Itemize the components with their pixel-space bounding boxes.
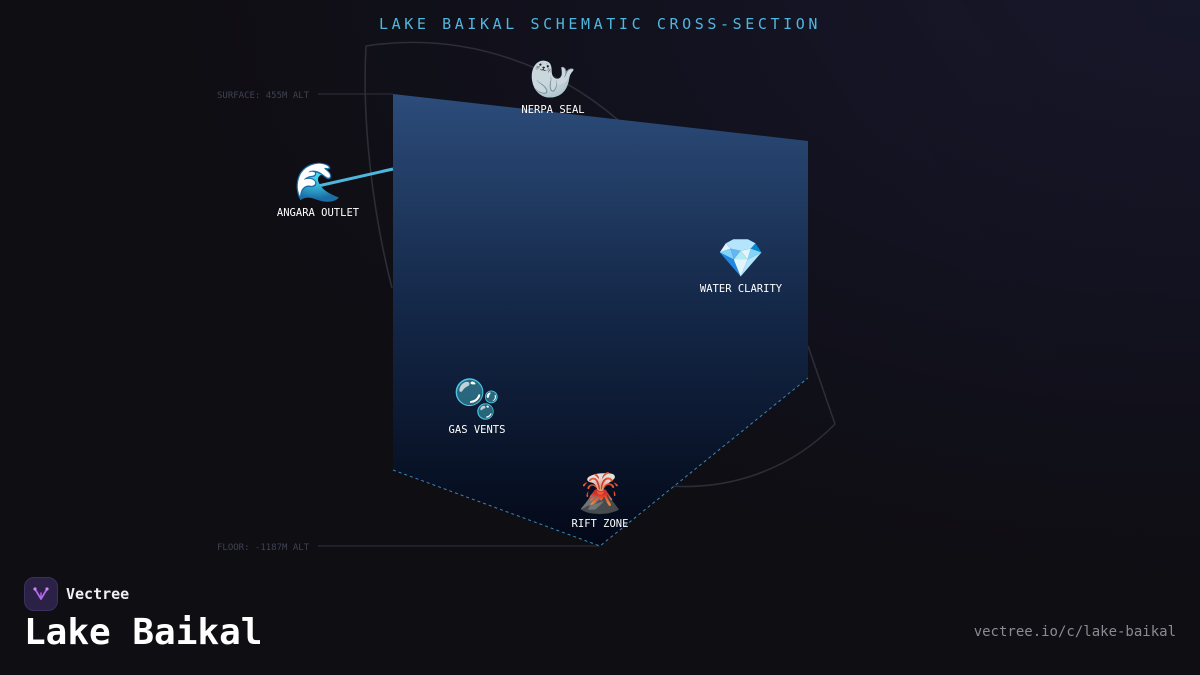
outer-guide-arc-lower [669, 345, 836, 488]
diagram-title: LAKE BAIKAL SCHEMATIC CROSS-SECTION [378, 15, 822, 33]
page-title: Lake Baikal [24, 612, 263, 653]
floor-level-label: FLOOR: -1187M ALT [217, 543, 310, 553]
lake-water-body [393, 94, 808, 546]
brand-name: Vectree [66, 585, 130, 603]
brand[interactable]: Vectree [24, 577, 129, 611]
lake-floor-edge [392, 377, 809, 547]
marker-angara-outlet[interactable]: 🌊 ANGARA OUTLET [248, 159, 388, 219]
bubbles-icon: 🫧 [453, 377, 501, 421]
outer-guide-arc [364, 41, 619, 289]
marker-rift-zone[interactable]: 🌋 RIFT ZONE [530, 470, 670, 530]
wave-icon: 🌊 [294, 160, 342, 204]
marker-label: RIFT ZONE [571, 518, 629, 530]
marker-label: ANGARA OUTLET [276, 207, 360, 219]
page-url-link[interactable]: vectree.io/c/lake-baikal [973, 624, 1176, 640]
marker-label: WATER CLARITY [699, 283, 783, 295]
volcano-icon: 🌋 [576, 471, 624, 515]
seal-icon: 🦭 [529, 57, 577, 101]
vectree-logo-icon [24, 577, 58, 611]
surface-level-label: SURFACE: 455M ALT [217, 91, 310, 101]
marker-gas-vents[interactable]: 🫧 GAS VENTS [407, 376, 547, 436]
marker-water-clarity[interactable]: 💎 WATER CLARITY [671, 235, 811, 295]
marker-label: NERPA SEAL [521, 104, 585, 116]
marker-label: GAS VENTS [448, 424, 506, 436]
angara-outlet-connector [317, 167, 394, 188]
marker-nerpa-seal[interactable]: 🦭 NERPA SEAL [483, 56, 623, 116]
gem-icon: 💎 [717, 236, 765, 280]
